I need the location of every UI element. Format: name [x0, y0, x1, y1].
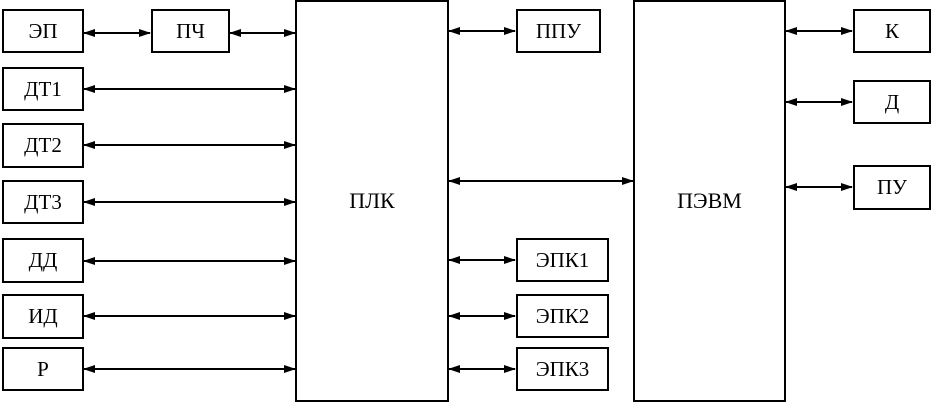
block-k: К — [853, 9, 931, 53]
block-dt3-label: ДТ3 — [24, 189, 62, 214]
block-r-label: Р — [37, 356, 49, 381]
block-dt1-label: ДТ1 — [24, 76, 62, 101]
block-epk1-label: ЭПК1 — [535, 247, 590, 272]
block-dt1: ДТ1 — [2, 67, 84, 111]
block-pu: ПУ — [853, 165, 931, 210]
block-d: Д — [853, 80, 931, 124]
block-dt2: ДТ2 — [2, 123, 84, 168]
block-dt3: ДТ3 — [2, 180, 84, 224]
block-pevm: ПЭВМ — [633, 0, 786, 402]
block-pevm-label: ПЭВМ — [677, 188, 742, 213]
block-pch-label: ПЧ — [176, 18, 205, 43]
block-pu-label: ПУ — [876, 175, 908, 199]
block-id: ИД — [2, 294, 84, 339]
block-ep: ЭП — [2, 9, 84, 53]
block-dd: ДД — [2, 238, 84, 283]
block-d-label: Д — [884, 89, 900, 114]
block-ppu-label: ППУ — [535, 18, 582, 43]
block-pch: ПЧ — [151, 9, 230, 53]
block-epk3: ЭПК3 — [516, 347, 609, 391]
block-plk-label: ПЛК — [349, 188, 395, 213]
block-dt2-label: ДТ2 — [24, 133, 62, 157]
block-epk1: ЭПК1 — [516, 238, 609, 282]
block-r: Р — [2, 347, 84, 391]
block-dd-label: ДД — [28, 248, 58, 272]
block-plk: ПЛК — [295, 0, 449, 402]
block-epk2: ЭПК2 — [516, 294, 609, 338]
block-ppu: ППУ — [516, 9, 601, 53]
block-ep-label: ЭП — [28, 18, 58, 43]
block-epk3-label: ЭПК3 — [535, 356, 590, 381]
block-epk2-label: ЭПК2 — [535, 303, 590, 328]
block-k-label: К — [884, 18, 899, 43]
block-id-label: ИД — [28, 304, 58, 328]
